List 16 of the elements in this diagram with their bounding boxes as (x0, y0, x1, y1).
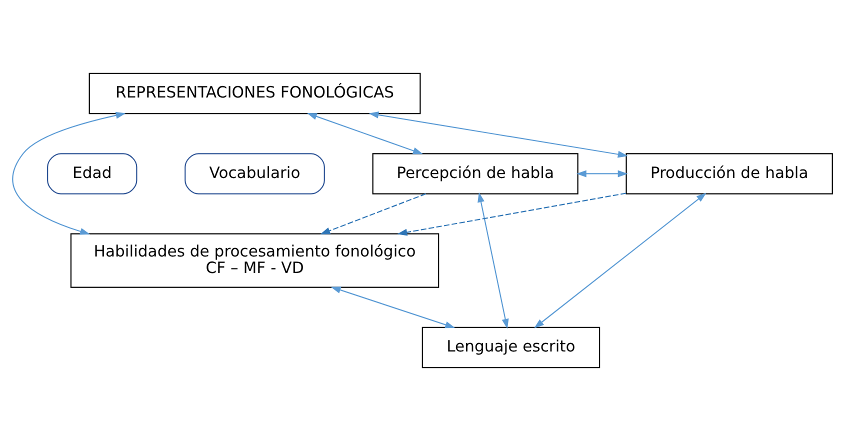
arrow (330, 286, 456, 328)
node-box: Producción de habla (626, 153, 833, 194)
arrow (576, 170, 628, 178)
arrow (368, 111, 628, 158)
arrow (534, 192, 706, 328)
node-box: Lenguaje escrito (422, 326, 600, 368)
arrow (320, 193, 426, 234)
node-box: Edad (47, 153, 138, 194)
node-box: REPRESENTACIONES FONOLÓGICAS (88, 72, 421, 114)
arrow (478, 192, 509, 329)
arrow (12, 112, 126, 235)
arrow (306, 113, 424, 154)
node-box: Habilidades de procesamiento fonológico CF – MF - VD (70, 233, 440, 288)
arrow (397, 192, 626, 236)
node-box: Percepción de habla (372, 153, 578, 194)
node-box: Vocabulario (184, 153, 325, 194)
